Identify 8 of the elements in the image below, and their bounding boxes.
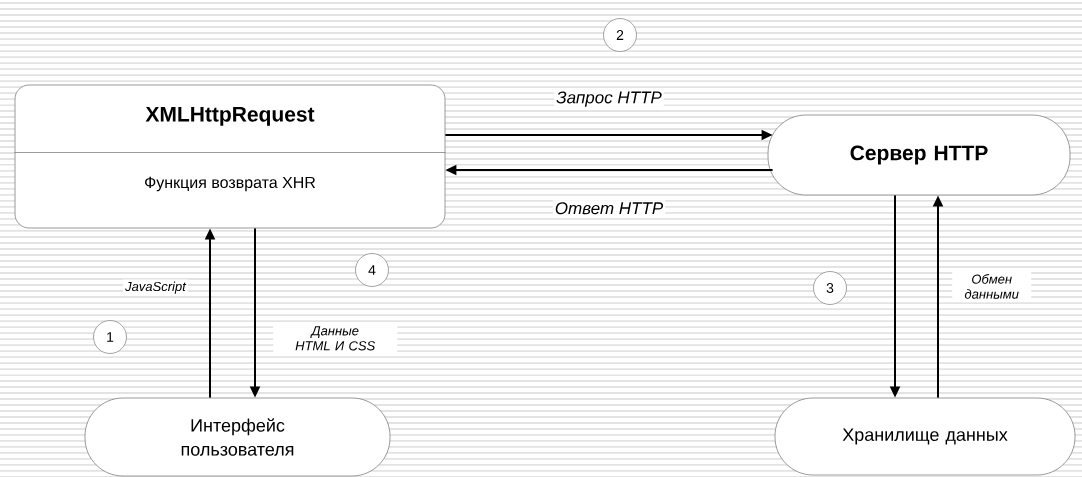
edge-label: Запрос HTTP [554, 89, 664, 109]
process-box: XMLHttpRequest Функция возврата XHR [14, 84, 446, 229]
rounded-box: Хранилище данных [774, 397, 1076, 476]
edge-label: Данные HTML И CSS [273, 324, 398, 353]
edge-label: Ответ HTTP [552, 200, 666, 217]
rounded-box: Интерфейс пользователя [84, 397, 391, 477]
edge-label: Обмен данными [952, 272, 1032, 301]
rounded-box: Сервер HTTP [767, 114, 1071, 196]
